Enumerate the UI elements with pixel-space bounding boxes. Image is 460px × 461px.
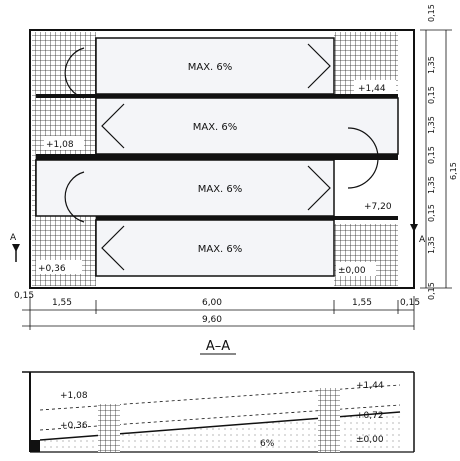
turn-arc-bottom-left xyxy=(64,171,85,223)
dim-label: 1,55 xyxy=(352,298,372,308)
arrow-icon xyxy=(307,43,331,89)
dim-total: 6,15 xyxy=(449,162,458,180)
section-slope-label: 6% xyxy=(260,439,275,449)
wall-2 xyxy=(36,154,398,160)
level-label-3: +7,20 xyxy=(364,202,392,212)
section-level-1: +1,08 xyxy=(60,391,88,401)
dim-total: 9,60 xyxy=(202,315,222,325)
dim-label: 0,15 xyxy=(427,146,436,164)
section-level-5: ±0,00 xyxy=(356,435,384,445)
ramp-lane-3 xyxy=(35,159,335,217)
dim-label: 1,35 xyxy=(427,56,436,74)
section-level-2: +0,36 xyxy=(60,421,88,431)
ramp-slope-label-2: MAX. 6% xyxy=(193,122,238,133)
wall-1 xyxy=(36,94,398,98)
ramp-slope-label-3: MAX. 6% xyxy=(198,184,243,195)
wall-3 xyxy=(96,216,398,220)
dim-label: 1,35 xyxy=(427,176,436,194)
dim-label: 1,35 xyxy=(427,236,436,254)
section-title: A–A xyxy=(206,339,230,354)
right-landing-bottom xyxy=(334,224,398,286)
ramp-lane-1 xyxy=(95,37,335,95)
dim-label: 0,15 xyxy=(427,4,436,22)
level-box xyxy=(336,262,376,276)
dim-label: 0,15 xyxy=(427,86,436,104)
right-dimensions: 0,15 1,35 0,15 1,35 0,15 1,35 0,15 1,35 … xyxy=(420,4,458,300)
dim-label: 0,15 xyxy=(14,291,34,301)
turn-arc-top-left xyxy=(64,47,85,99)
arrow-icon xyxy=(101,103,125,149)
level-label-4: +0,36 xyxy=(38,264,66,274)
section-landing-left xyxy=(98,404,120,452)
level-box xyxy=(44,136,84,150)
level-box xyxy=(36,260,82,274)
svg-text:A: A xyxy=(419,235,426,245)
dim-label: 1,55 xyxy=(52,298,72,308)
dim-label: 1,35 xyxy=(427,116,436,134)
ramp-slope-label-4: MAX. 6% xyxy=(198,244,243,255)
arrow-icon xyxy=(101,225,125,271)
turn-arc-right xyxy=(347,127,379,189)
plan-view: MAX. 6% MAX. 6% MAX. 6% MAX. 6% +1,44 +1… xyxy=(10,29,426,289)
dim-label: 6,00 xyxy=(202,298,222,308)
arrow-icon xyxy=(307,165,331,211)
plan-outline xyxy=(29,29,415,289)
ramp-fill xyxy=(40,412,400,452)
section-landing-right xyxy=(318,388,340,452)
dim-label: 0,15 xyxy=(427,282,436,300)
level-box xyxy=(354,80,396,94)
section-level-4: +0,72 xyxy=(356,411,384,421)
ramp-lane-4 xyxy=(95,219,335,277)
level-label-1: +1,44 xyxy=(358,84,386,94)
section-view: +1,08 +0,36 +1,44 +0,72 ±0,00 6% xyxy=(22,371,415,453)
level-label-5: ±0,00 xyxy=(338,266,366,276)
section-level-3: +1,44 xyxy=(356,381,384,391)
dim-label: 0,15 xyxy=(427,204,436,222)
ramp-lane-2 xyxy=(95,97,399,155)
level-label-2: +1,08 xyxy=(46,140,74,150)
section-marker-right: A xyxy=(410,224,426,245)
section-marker-left: A xyxy=(10,233,20,262)
svg-text:A: A xyxy=(10,233,17,243)
dim-label: 0,15 xyxy=(400,298,420,308)
level-box xyxy=(362,198,396,212)
ramp-slope-label-1: MAX. 6% xyxy=(188,62,233,73)
bottom-dimensions: 0,15 1,55 6,00 1,55 0,15 9,60 xyxy=(14,291,420,330)
